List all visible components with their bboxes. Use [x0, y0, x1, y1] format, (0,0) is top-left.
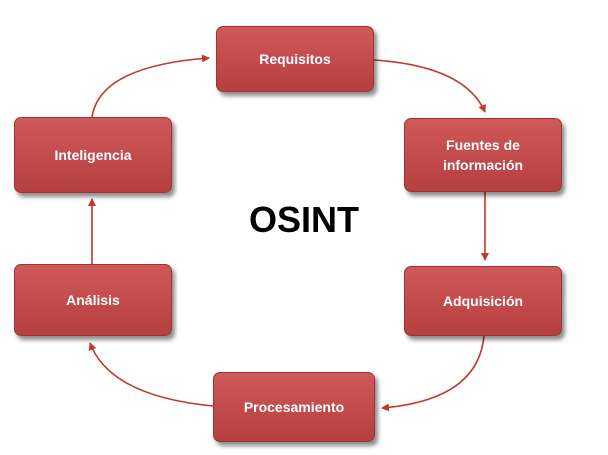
- node-label: Inteligencia: [54, 147, 132, 163]
- node-analisis: Análisis: [14, 264, 172, 336]
- arrow-inteligencia-to-requisitos: [91, 54, 210, 118]
- center-title: OSINT: [248, 199, 359, 240]
- arrow-procesamiento-to-analisis: [88, 342, 214, 407]
- node-label: Requisitos: [259, 51, 331, 67]
- node-fuentes-de-informacion: Fuentes de información: [404, 118, 562, 192]
- node-requisitos: Requisitos: [216, 26, 374, 92]
- arrow-adquisicion-to-procesamiento: [381, 335, 485, 412]
- node-label: Procesamiento: [243, 399, 345, 415]
- node-label: Adquisición: [442, 293, 524, 309]
- node-label: Análisis: [66, 292, 120, 308]
- node-inteligencia: Inteligencia: [14, 117, 172, 193]
- arrow-requisitos-to-fuentes: [373, 59, 486, 113]
- node-adquisicion: Adquisición: [404, 266, 562, 336]
- node-procesamiento: Procesamiento: [213, 372, 375, 442]
- node-label: Fuentes de información: [442, 137, 524, 173]
